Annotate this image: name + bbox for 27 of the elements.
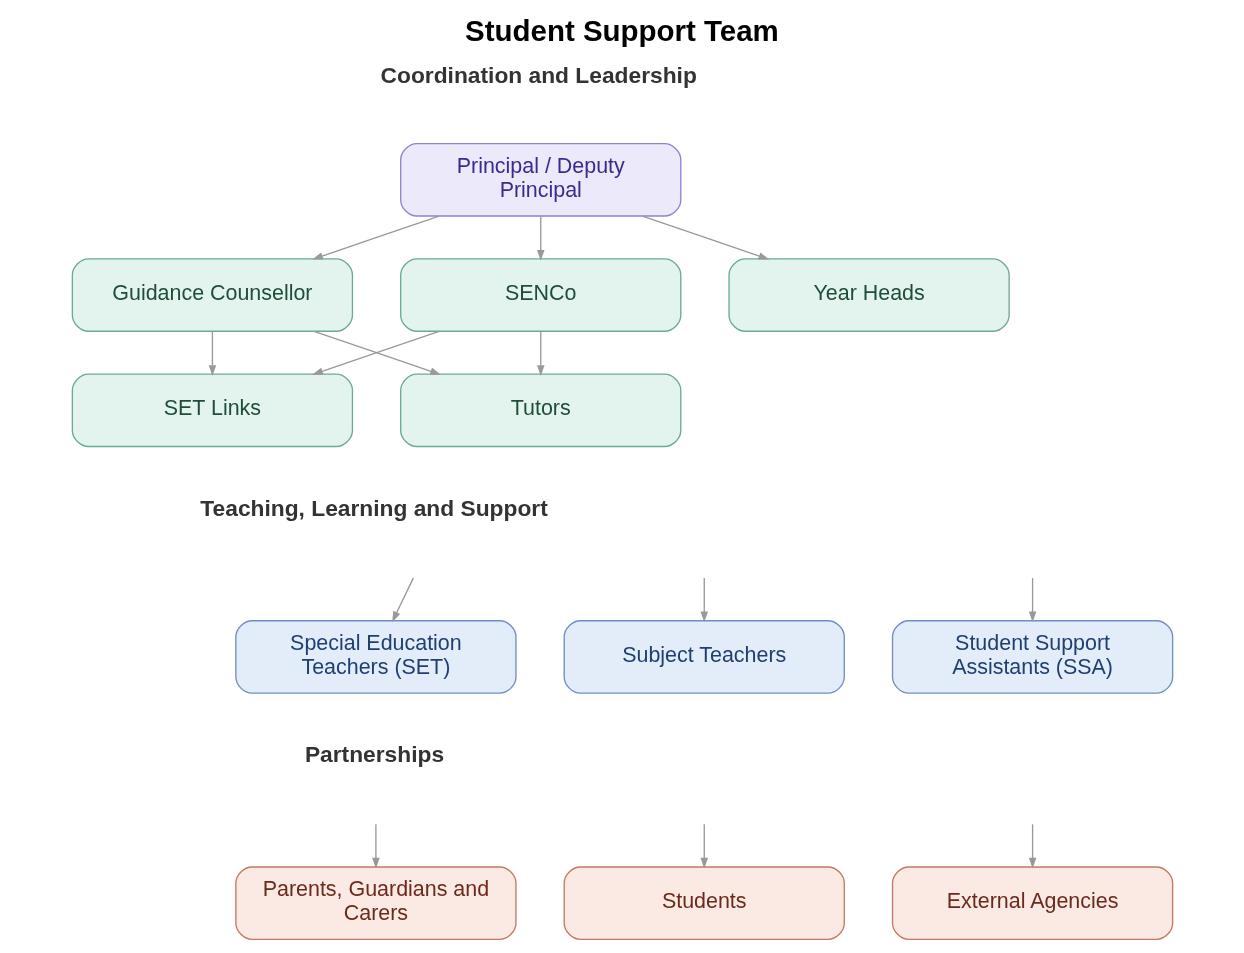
arrow — [536, 215, 544, 261]
arrow — [700, 823, 708, 869]
arrow — [641, 215, 769, 260]
node-box: SET Links — [71, 373, 353, 448]
node-box: Parents, Guardians and Carers — [234, 866, 517, 940]
arrow — [371, 823, 380, 869]
label: Teaching, Learning and Support — [199, 494, 548, 521]
node-box: Student Support Assistants (SSA) — [891, 620, 1173, 694]
node-box: Special Education Teachers (SET) — [234, 620, 517, 694]
label: Partnerships — [304, 741, 444, 768]
node-box: Subject Teachers — [563, 620, 845, 694]
node-box: Principal / Deputy Principal — [399, 143, 681, 217]
arrow — [1028, 823, 1036, 869]
label: Coordination and Leadership — [380, 61, 697, 88]
node-box: SENCo — [399, 258, 681, 332]
arrow — [1028, 577, 1036, 623]
diagram-title: Student Support Team — [464, 14, 779, 48]
arrow — [536, 330, 544, 377]
node-box: External Agencies — [891, 866, 1173, 940]
arrow — [391, 577, 414, 623]
arrow — [700, 577, 708, 623]
arrow — [311, 215, 440, 260]
node-box: Year Heads — [727, 258, 1010, 332]
node-box: Tutors — [399, 373, 681, 448]
node-box: Guidance Counsellor — [71, 258, 353, 332]
arrow — [208, 330, 216, 377]
node-box: Students — [563, 866, 845, 940]
